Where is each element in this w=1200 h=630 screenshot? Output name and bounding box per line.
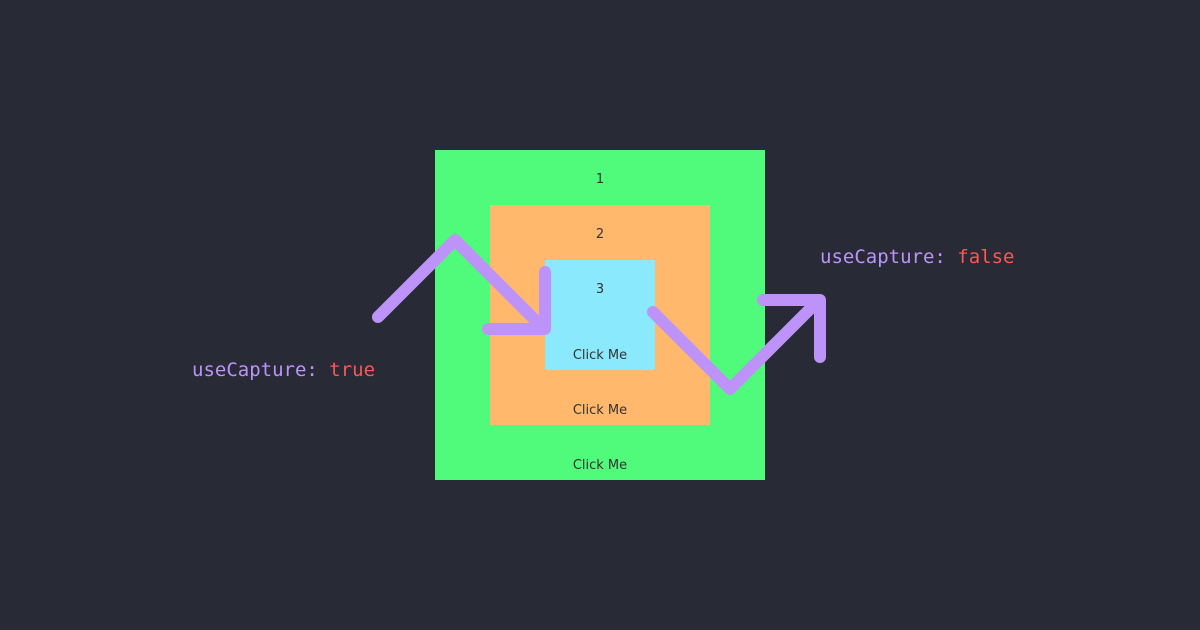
use-capture-value-false: false bbox=[957, 246, 1015, 268]
use-capture-keyword: useCapture: bbox=[192, 359, 318, 381]
box-3-click-me-button[interactable]: Click Me bbox=[572, 348, 628, 363]
use-capture-keyword: useCapture: bbox=[820, 246, 946, 268]
use-capture-true-label: useCapture: true bbox=[192, 359, 375, 381]
box-2-click-me-button[interactable]: Click Me bbox=[572, 403, 628, 418]
box-1-click-me-button[interactable]: Click Me bbox=[572, 458, 628, 473]
box-3-number: 3 bbox=[595, 282, 605, 297]
use-capture-false-label: useCapture: false bbox=[820, 246, 1015, 268]
box-2-number: 2 bbox=[595, 227, 605, 242]
box-1-number: 1 bbox=[595, 172, 605, 187]
use-capture-value-true: true bbox=[329, 359, 376, 381]
inner-box-3[interactable]: 3 Click Me bbox=[545, 260, 655, 370]
